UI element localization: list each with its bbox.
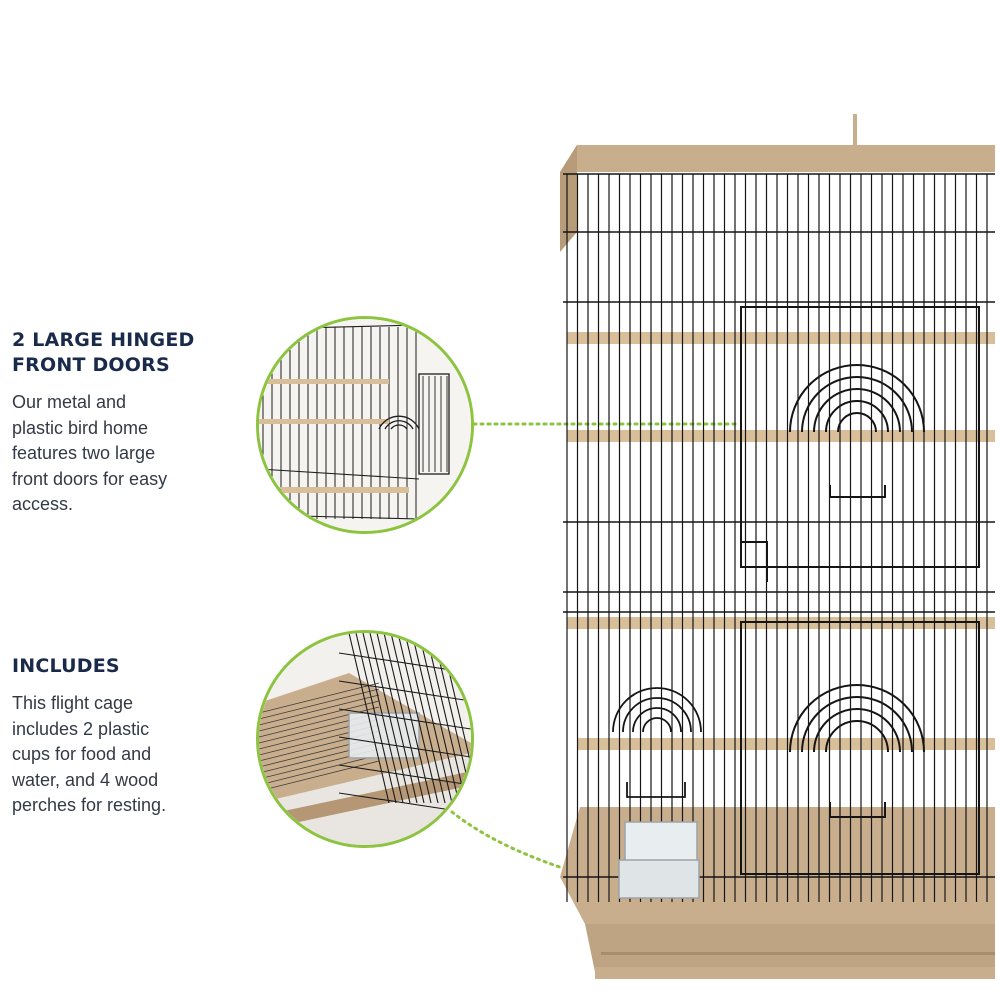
feature-includes: INCLUDES This flight cage includes 2 pla… bbox=[12, 654, 212, 819]
cage-wire bbox=[338, 764, 471, 786]
cage-wire bbox=[404, 633, 446, 804]
feature-doors-line: plastic bird home bbox=[12, 417, 149, 438]
grate-wire bbox=[259, 700, 380, 732]
flight-bird-cage-icon bbox=[560, 114, 995, 979]
cage-wire bbox=[338, 680, 471, 702]
grate-wire bbox=[259, 694, 380, 726]
cage-wire bbox=[362, 633, 404, 804]
feature-includes-description: This flight cage includes 2 plastic cups… bbox=[12, 691, 202, 819]
feature-includes-line: cups for food and bbox=[12, 744, 152, 764]
cage-wire bbox=[338, 736, 471, 758]
cage-wire bbox=[348, 633, 390, 804]
feature-includes-line: water, and 4 wood bbox=[12, 769, 159, 790]
feature-doors-heading: 2 LARGE HINGED FRONT DOORS bbox=[12, 328, 212, 378]
feature-includes-line: This flight cage bbox=[12, 693, 134, 713]
cage-wire bbox=[418, 633, 460, 804]
feature-doors-line: front doors for easy bbox=[12, 468, 168, 489]
perch bbox=[577, 738, 995, 750]
feeding-cup bbox=[618, 821, 700, 899]
cage-wire bbox=[355, 633, 397, 804]
zoom-door-circle bbox=[256, 316, 474, 534]
feature-doors-description: Our metal and plastic bird home features… bbox=[12, 390, 212, 518]
feature-doors-heading-line2: FRONT DOORS bbox=[12, 354, 170, 376]
feature-includes-heading: INCLUDES bbox=[12, 655, 120, 677]
cage-roof bbox=[560, 145, 995, 172]
perch bbox=[567, 430, 995, 442]
grate-wire bbox=[259, 754, 380, 786]
hinged-door-closeup-icon bbox=[259, 319, 471, 531]
cage-wire bbox=[338, 652, 471, 674]
grate-wire bbox=[259, 688, 380, 720]
cage-wire bbox=[338, 792, 471, 814]
cup-and-tray-closeup-icon bbox=[259, 633, 471, 845]
grate-wire bbox=[259, 760, 380, 792]
feature-includes-line: includes 2 plastic bbox=[12, 718, 150, 739]
zoom-base-circle bbox=[256, 630, 474, 848]
feature-doors-heading-line1: 2 LARGE HINGED bbox=[12, 329, 195, 351]
side-door bbox=[612, 687, 702, 798]
cage-wire bbox=[425, 633, 467, 804]
cage-wire bbox=[411, 633, 453, 804]
feature-doors-line: Our metal and bbox=[12, 392, 127, 412]
feature-doors: 2 LARGE HINGED FRONT DOORS Our metal and… bbox=[12, 328, 212, 518]
cage-wire bbox=[432, 633, 471, 797]
upper-door bbox=[740, 306, 980, 582]
grate-wire bbox=[259, 682, 380, 714]
feature-doors-line: access. bbox=[12, 494, 74, 514]
perch bbox=[567, 332, 995, 344]
cage-wire bbox=[439, 633, 471, 768]
feature-includes-line: perches for resting. bbox=[12, 795, 167, 815]
feature-doors-line: features two large bbox=[12, 443, 156, 463]
cage-wire bbox=[338, 708, 471, 730]
cage-wire bbox=[397, 633, 439, 804]
lower-door bbox=[740, 621, 980, 875]
